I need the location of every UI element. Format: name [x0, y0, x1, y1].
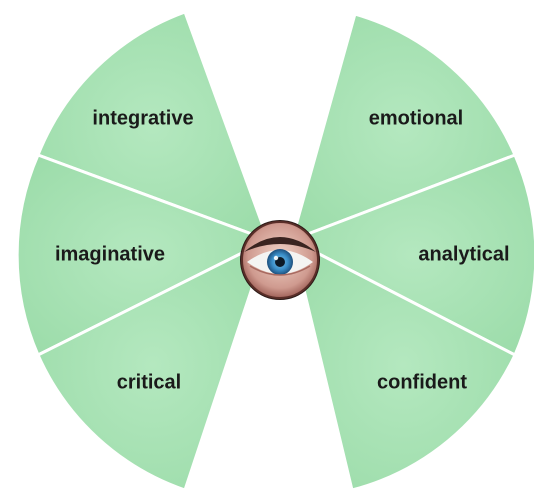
segment-imaginative — [15, 153, 270, 357]
segment-analytical — [290, 153, 534, 357]
label-integrative: integrative — [92, 107, 193, 129]
segment-emotional — [290, 12, 517, 242]
label-critical: critical — [117, 371, 181, 393]
label-emotional: emotional — [369, 107, 463, 129]
label-analytical: analytical — [418, 243, 509, 265]
segment-critical — [36, 238, 270, 492]
segment-integrative — [36, 10, 270, 242]
segment-confident — [290, 238, 517, 492]
label-confident: confident — [377, 371, 467, 393]
eye-icon — [240, 220, 320, 300]
label-imaginative: imaginative — [55, 243, 165, 265]
